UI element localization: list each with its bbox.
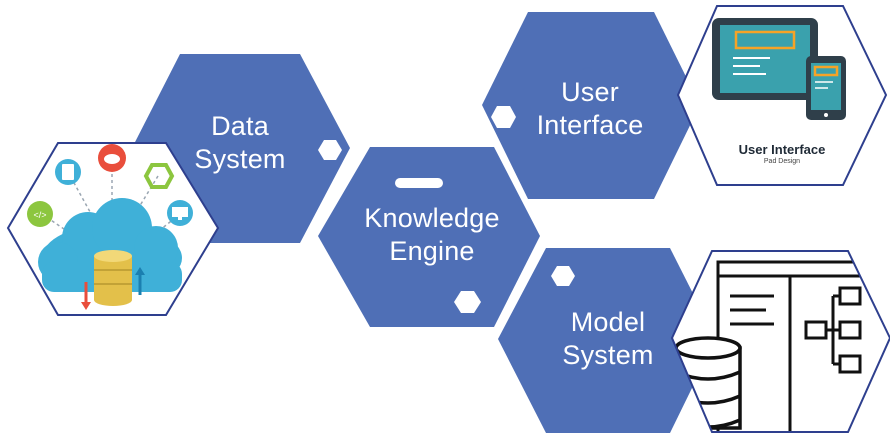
accent-hexagon-data	[318, 140, 342, 160]
accent-hexagon-knowledge	[454, 291, 481, 313]
label-line: Model	[570, 307, 646, 337]
hex-user-interface	[482, 12, 700, 199]
label-line: System	[562, 340, 654, 370]
label-line: Interface	[536, 110, 644, 140]
hex-model-system	[498, 248, 716, 433]
tablet-icon	[712, 18, 818, 100]
accent-bar-knowledge	[395, 178, 443, 188]
label-data-system: Data System	[180, 110, 300, 176]
label-model-system: Model System	[538, 306, 678, 372]
data-cloud-image: </>	[6, 142, 220, 316]
label-line: User	[561, 77, 619, 107]
accent-hexagon-model	[551, 266, 575, 286]
svg-text:</>: </>	[33, 210, 46, 220]
label-line: System	[194, 144, 286, 174]
file-icon	[55, 159, 81, 185]
database-cloud-icon	[81, 250, 145, 310]
cloud-upload-icon	[98, 144, 126, 172]
hex-knowledge-engine	[318, 147, 540, 327]
label-line: Knowledge	[364, 203, 500, 233]
label-line: Engine	[389, 236, 475, 266]
monitor-icon	[167, 200, 193, 226]
phone-icon	[806, 56, 846, 120]
accent-hexagon-ui	[491, 106, 516, 128]
model-system-image	[670, 250, 890, 433]
label-knowledge-engine: Knowledge Engine	[350, 202, 514, 268]
hexagon-icon	[143, 163, 175, 189]
label-user-interface: User Interface	[520, 76, 660, 142]
ui-image-caption: User Interface Pad Design	[712, 142, 852, 166]
xml-icon: </>	[27, 201, 53, 227]
flowchart-icon	[804, 286, 862, 374]
label-line: Data	[211, 111, 269, 141]
ui-caption-title: User Interface	[738, 142, 826, 157]
user-interface-image	[676, 5, 888, 186]
ui-caption-subtitle: Pad Design	[763, 158, 801, 165]
